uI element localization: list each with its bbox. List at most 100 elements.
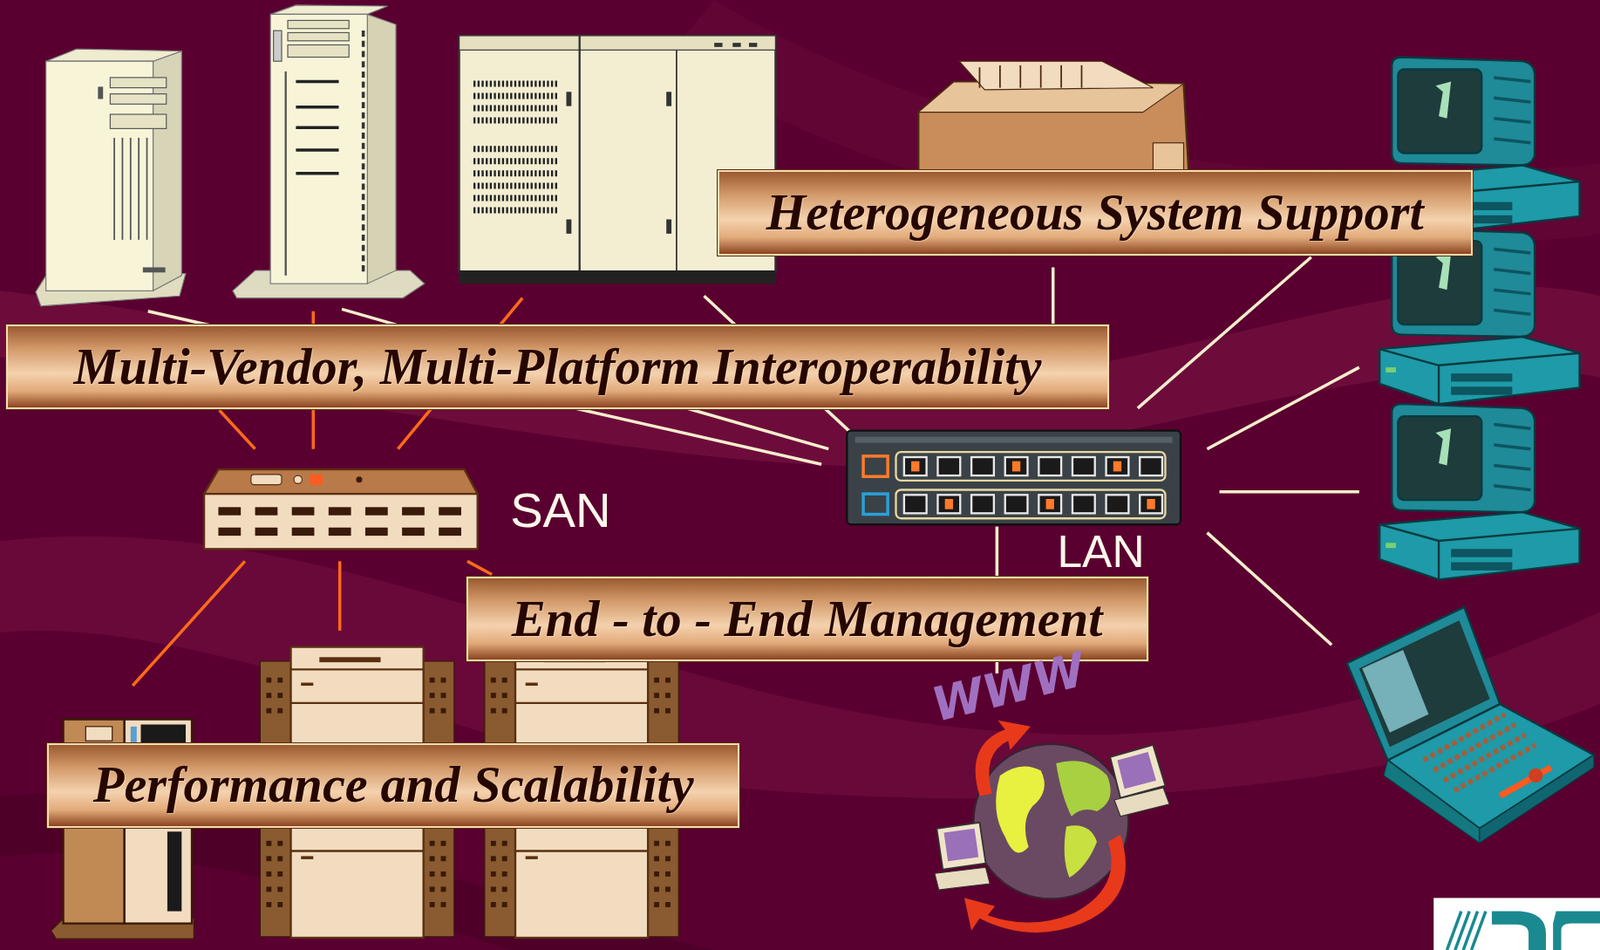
lan-hub xyxy=(1139,456,1163,476)
tall-tower-server xyxy=(295,125,339,130)
tall-tower-server xyxy=(270,13,368,284)
internet-globe xyxy=(1064,824,1097,878)
cabinet-server xyxy=(748,42,757,48)
client-computer xyxy=(936,822,986,870)
cabinet-server xyxy=(473,206,559,213)
lan-cable xyxy=(995,526,1000,577)
san-hub xyxy=(438,527,462,536)
tall-tower-server xyxy=(270,5,389,15)
san-hub xyxy=(292,506,315,515)
san-hub xyxy=(255,506,279,515)
laptop-computer xyxy=(1479,755,1594,844)
client-computer xyxy=(934,744,1170,890)
company-logo xyxy=(1471,911,1486,950)
cabinet-server xyxy=(473,170,559,177)
banner-box: Heterogeneous System Support xyxy=(717,170,1473,255)
company-logo xyxy=(1491,911,1546,950)
banner-box: Performance and Scalability xyxy=(47,742,741,828)
lan-hub xyxy=(945,498,954,510)
banner-text: Multi-Vendor, Multi-Platform Interoperab… xyxy=(74,339,1042,395)
cabinet-server xyxy=(473,182,559,189)
internet-globe xyxy=(995,765,1045,852)
tall-tower-server xyxy=(285,71,287,276)
tower-server xyxy=(35,48,186,307)
tower-server xyxy=(46,48,183,62)
lan-cable xyxy=(1137,257,1312,409)
lan-cable xyxy=(148,257,1360,674)
internet-globe xyxy=(1055,760,1110,816)
tower-server xyxy=(97,86,103,99)
lan-hub xyxy=(904,494,927,513)
tall-tower-server xyxy=(295,81,339,174)
tower-server xyxy=(114,137,147,240)
san-hub xyxy=(401,527,425,536)
network-label: SAN xyxy=(510,485,611,535)
cabinet-server xyxy=(473,104,559,111)
cabinet-server xyxy=(473,117,559,124)
cabinet-server xyxy=(473,92,559,99)
lan-hub xyxy=(937,494,960,513)
laptop-computer xyxy=(1528,768,1543,783)
printer xyxy=(979,67,981,88)
lan-cable xyxy=(1206,532,1332,646)
lan-cable xyxy=(1051,266,1056,325)
cabinet-server xyxy=(459,35,777,50)
san-cable xyxy=(219,409,256,449)
banner-text: End - to - End Management xyxy=(511,591,1103,647)
san-hub xyxy=(204,469,478,494)
laptop-computer xyxy=(1423,714,1537,791)
san-hub xyxy=(217,506,462,536)
san-cable xyxy=(467,560,492,574)
san-hub xyxy=(204,469,478,549)
san-hub xyxy=(204,493,478,549)
san-hub xyxy=(355,476,362,483)
laptop-computer xyxy=(1388,703,1594,829)
tall-tower-server xyxy=(287,44,349,57)
tall-tower-server xyxy=(232,5,425,299)
cabinet-server xyxy=(473,194,559,201)
san-hub xyxy=(328,506,352,515)
cabinet-server xyxy=(566,218,572,233)
san-hub xyxy=(255,527,279,536)
lan-hub xyxy=(1038,494,1062,513)
cabinet-server xyxy=(473,80,559,87)
lan-hub xyxy=(863,456,888,477)
lan-hub xyxy=(911,461,920,472)
laptop-computer xyxy=(1347,606,1594,843)
san-hub xyxy=(310,474,323,485)
printer xyxy=(959,61,1153,90)
tall-tower-server xyxy=(295,80,339,84)
san-hub xyxy=(365,527,389,536)
lan-hub xyxy=(904,456,927,476)
lan-hub xyxy=(1046,498,1055,510)
lan-hub xyxy=(855,436,1173,443)
cabinet-server xyxy=(714,42,722,48)
storage-server xyxy=(85,726,112,741)
company-logo xyxy=(1433,897,1600,950)
cabinet-server xyxy=(459,270,777,284)
tall-tower-server xyxy=(361,30,366,276)
san-hub xyxy=(365,506,389,515)
san-hub xyxy=(401,506,425,515)
company-logo xyxy=(1552,911,1600,950)
internet-globe xyxy=(973,743,1129,899)
lan-hub xyxy=(896,489,1166,518)
tower-server xyxy=(129,137,132,240)
lan-hub xyxy=(1005,456,1029,476)
storage-server xyxy=(167,830,182,911)
tower-server xyxy=(113,137,116,240)
cabinet-server xyxy=(473,157,559,164)
company-logo xyxy=(1455,911,1470,950)
lan-cable xyxy=(1218,490,1359,494)
background xyxy=(0,285,1600,466)
printer xyxy=(1081,65,1083,89)
san-hub xyxy=(438,506,462,515)
tall-tower-server xyxy=(273,30,282,62)
tower-server xyxy=(109,114,166,129)
client-computer xyxy=(1116,751,1156,789)
client-computer xyxy=(944,828,980,861)
lan-hub xyxy=(1012,461,1021,472)
san-cable xyxy=(338,560,342,631)
